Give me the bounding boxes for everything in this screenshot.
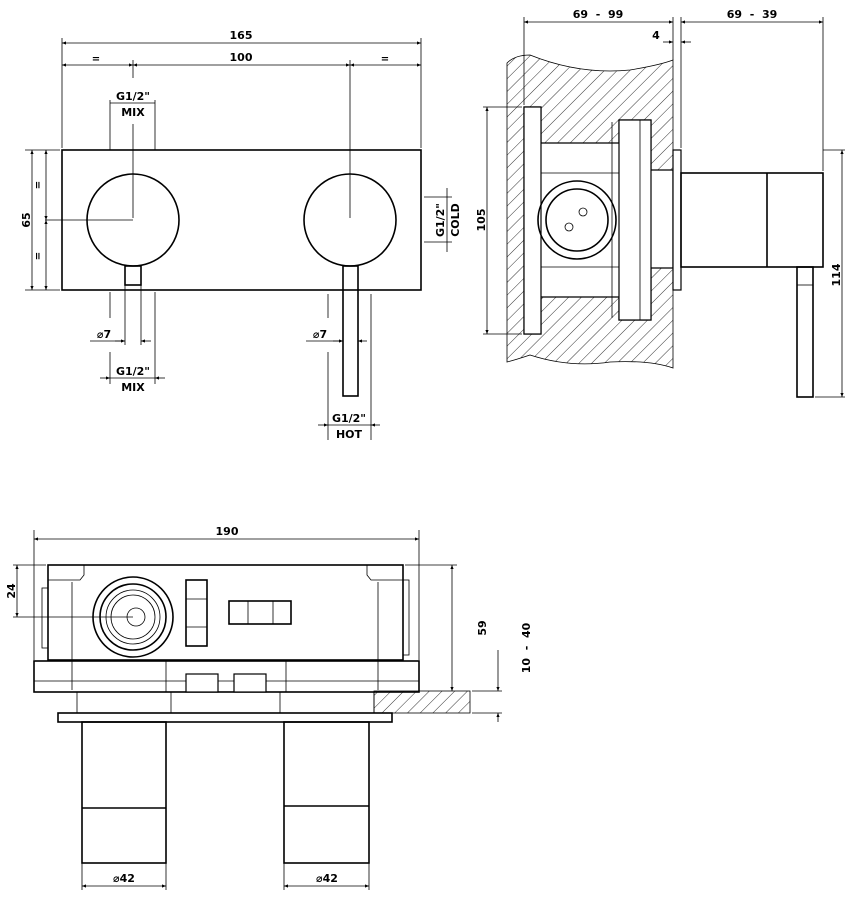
dim-105-label: 105 <box>475 209 488 232</box>
front-flange <box>618 119 652 321</box>
box-body <box>47 564 404 661</box>
dim-65-label: 65 <box>20 212 33 227</box>
cold-label: COLD <box>449 203 462 237</box>
side-view: 69 - 99 69 - 39 4 105 114 <box>475 8 845 398</box>
equal-mark: = <box>33 252 44 260</box>
equal-mark: = <box>33 181 44 189</box>
hot-size: G1/2" <box>332 412 366 425</box>
vertical-block <box>185 579 208 647</box>
wall-plate <box>672 149 682 291</box>
right-cylinder <box>283 721 370 864</box>
mix-top-label: MIX <box>121 106 145 119</box>
dim-42-right-label: ⌀42 <box>316 872 338 885</box>
base-frame <box>33 660 420 693</box>
dim-114-label: 114 <box>830 263 843 286</box>
dim-24-label: 24 <box>5 583 18 599</box>
front-view: 165 100 = = G1/2" MIX 65 = = G1/2" COLD … <box>20 29 462 441</box>
top-view: 190 24 59 10 - 40 ⌀42 ⌀42 <box>5 525 533 890</box>
equal-mark: = <box>381 54 389 65</box>
wall-section <box>373 690 471 714</box>
lever-dia-left: ⌀7 <box>97 328 111 341</box>
mounting-plate <box>57 712 393 723</box>
dim-100-label: 100 <box>230 51 253 64</box>
left-lever <box>124 265 142 286</box>
dim-69-99-label: 69 - 99 <box>573 8 624 21</box>
mix-bottom-label: MIX <box>121 381 145 394</box>
equal-mark: = <box>92 54 100 65</box>
handle-body <box>680 172 824 268</box>
cold-size: G1/2" <box>434 203 447 237</box>
valve-port <box>537 180 617 260</box>
dim-69-39-label: 69 - 39 <box>727 8 778 21</box>
mix-bottom-size: G1/2" <box>116 365 150 378</box>
horizontal-block <box>228 600 292 625</box>
left-cylinder <box>81 721 167 864</box>
dim-42-left-label: ⌀42 <box>113 872 135 885</box>
rear-flange <box>523 106 542 335</box>
right-lever <box>342 265 359 397</box>
side-lever <box>796 266 814 398</box>
dim-10-40-label: 10 - 40 <box>520 622 533 673</box>
hot-label: HOT <box>336 428 363 441</box>
dim-190-label: 190 <box>216 525 239 538</box>
dim-4-label: 4 <box>652 29 660 42</box>
mix-top-size: G1/2" <box>116 90 150 103</box>
dim-59-label: 59 <box>476 620 489 635</box>
lever-dia-right: ⌀7 <box>313 328 327 341</box>
dim-165-label: 165 <box>230 29 253 42</box>
